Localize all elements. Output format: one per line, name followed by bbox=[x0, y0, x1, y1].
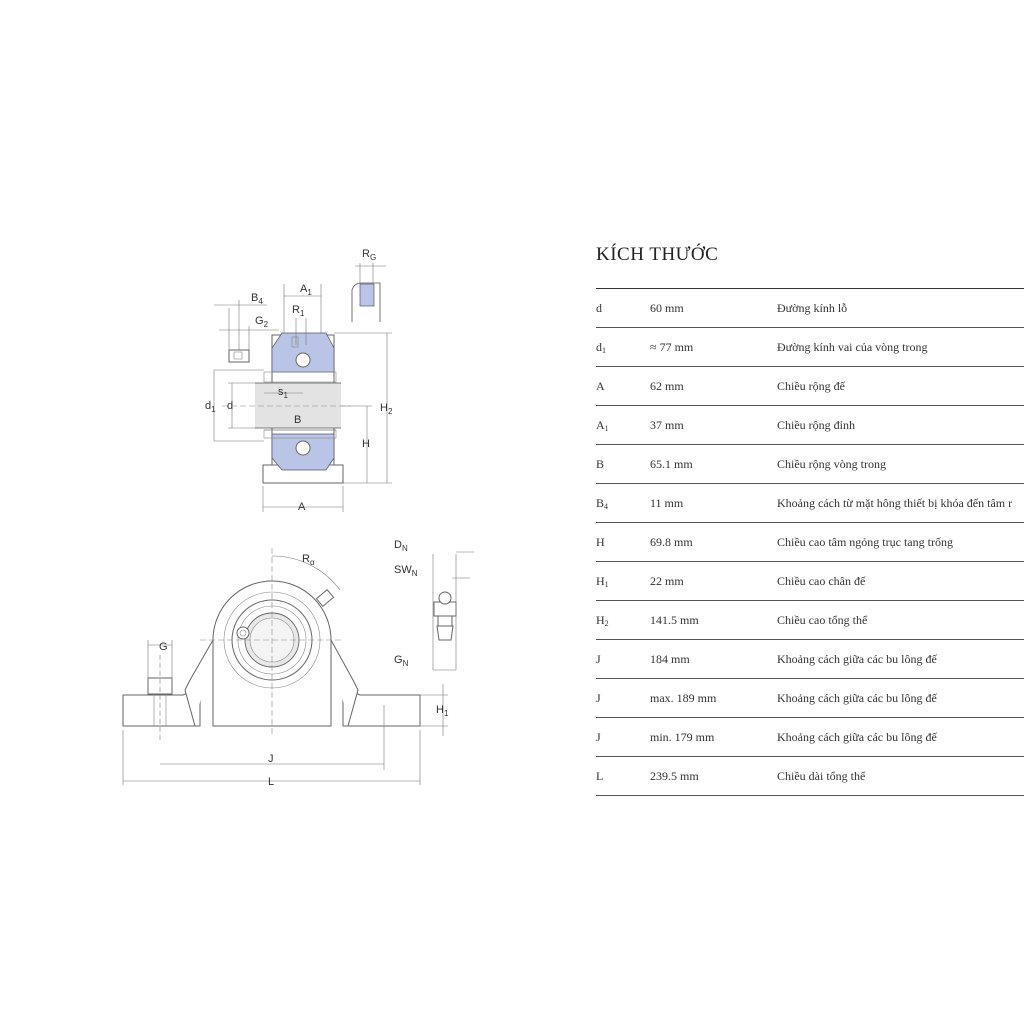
side-view bbox=[213, 263, 392, 512]
label-d1: d1 bbox=[205, 400, 216, 414]
label-gn: GN bbox=[394, 654, 409, 668]
dimension-description: Khoảng cách giữa các bu lông đế bbox=[777, 717, 1024, 757]
dimension-description: Chiều rộng đế bbox=[777, 366, 1024, 406]
dimension-symbol: H2 bbox=[596, 600, 650, 640]
label-r1: R1 bbox=[292, 304, 305, 318]
dimension-description: Khoảng cách giữa các bu lông đế bbox=[777, 678, 1024, 718]
dimension-value: 22 mm bbox=[650, 561, 777, 601]
dimension-value: 37 mm bbox=[650, 405, 777, 445]
technical-drawing: B4 A1 RG G2 R1 s1 d1 d B H2 H A Rα DN SW… bbox=[122, 248, 474, 788]
dimensions-title: KÍCH THƯỚC bbox=[596, 244, 719, 265]
dimension-value: 239.5 mm bbox=[650, 756, 777, 796]
dimension-description: Khoảng cách từ mặt hông thiết bị khóa đế… bbox=[777, 483, 1024, 523]
dimension-description: Chiều cao chân đế bbox=[777, 561, 1024, 601]
symbol-main: H bbox=[596, 573, 605, 588]
symbol-main: J bbox=[596, 690, 601, 705]
label-a: A bbox=[298, 501, 306, 513]
symbol-main: A bbox=[596, 378, 605, 393]
label-h: H bbox=[362, 438, 370, 450]
symbol-subscript: 4 bbox=[604, 501, 609, 511]
dimension-symbol: d1 bbox=[596, 327, 650, 367]
dimension-value: ≈ 77 mm bbox=[650, 327, 777, 367]
symbol-main: H bbox=[596, 612, 605, 627]
symbol-main: B bbox=[596, 456, 605, 471]
dimension-symbol: J bbox=[596, 639, 650, 679]
dimension-symbol: J bbox=[596, 678, 650, 718]
label-swn: SWN bbox=[394, 564, 418, 578]
dimension-description: Khoảng cách giữa các bu lông đế bbox=[777, 639, 1024, 679]
dimension-description: Chiều cao tâm ngỏng trục tang trống bbox=[777, 522, 1024, 562]
dimension-value: 65.1 mm bbox=[650, 444, 777, 484]
dimension-value: 60 mm bbox=[650, 288, 777, 328]
symbol-subscript: 1 bbox=[604, 579, 609, 589]
front-view bbox=[122, 548, 474, 785]
dimension-value: 11 mm bbox=[650, 483, 777, 523]
label-s1: s1 bbox=[278, 386, 289, 400]
dimension-symbol: L bbox=[596, 756, 650, 796]
label-a1: A1 bbox=[300, 283, 312, 297]
symbol-subscript: 1 bbox=[604, 423, 609, 433]
symbol-main: L bbox=[596, 768, 604, 783]
label-h1: H1 bbox=[436, 704, 449, 718]
label-g2: G2 bbox=[255, 315, 269, 329]
label-b4: B4 bbox=[251, 292, 263, 306]
symbol-main: d bbox=[596, 300, 602, 315]
dimension-value: 69.8 mm bbox=[650, 522, 777, 562]
dimension-description: Đường kính vai của vòng trong bbox=[777, 327, 1024, 367]
dimension-description: Chiều rộng đỉnh bbox=[777, 405, 1024, 445]
label-j: J bbox=[268, 753, 274, 765]
dimension-description: Chiều cao tổng thể bbox=[777, 600, 1024, 640]
symbol-subscript: 1 bbox=[602, 345, 606, 355]
dimension-symbol: A1 bbox=[596, 405, 650, 445]
label-b: B bbox=[294, 414, 301, 426]
label-g: G bbox=[159, 641, 168, 653]
symbol-main: A bbox=[596, 417, 605, 432]
dimension-value: 184 mm bbox=[650, 639, 777, 679]
dimension-description: Đường kính lỗ bbox=[777, 288, 1024, 328]
dimension-symbol: A bbox=[596, 366, 650, 406]
dimension-symbol: d bbox=[596, 288, 650, 328]
symbol-main: J bbox=[596, 729, 601, 744]
label-rg: RG bbox=[362, 248, 376, 262]
label-ra: Rα bbox=[302, 553, 315, 567]
symbol-main: H bbox=[596, 534, 605, 549]
label-d: d bbox=[227, 400, 233, 412]
dimension-symbol: H bbox=[596, 522, 650, 562]
dimension-symbol: J bbox=[596, 717, 650, 757]
dimension-value: min. 179 mm bbox=[650, 717, 777, 757]
dimension-description: Chiều dài tổng thể bbox=[777, 756, 1024, 796]
dimension-description: Chiều rộng vòng trong bbox=[777, 444, 1024, 484]
dimension-symbol: H1 bbox=[596, 561, 650, 601]
label-l: L bbox=[268, 776, 274, 788]
drawing-labels: B4 A1 RG G2 R1 s1 d1 d B H2 H A Rα DN SW… bbox=[159, 248, 449, 788]
symbol-main: d bbox=[596, 339, 602, 354]
dimension-symbol: B4 bbox=[596, 483, 650, 523]
dimension-value: 62 mm bbox=[650, 366, 777, 406]
dimension-value: 141.5 mm bbox=[650, 600, 777, 640]
label-dn: DN bbox=[394, 539, 408, 553]
dimension-value: max. 189 mm bbox=[650, 678, 777, 718]
symbol-subscript: 2 bbox=[604, 618, 609, 628]
symbol-main: B bbox=[596, 495, 605, 510]
symbol-main: J bbox=[596, 651, 601, 666]
dimension-symbol: B bbox=[596, 444, 650, 484]
label-h2: H2 bbox=[380, 402, 393, 416]
